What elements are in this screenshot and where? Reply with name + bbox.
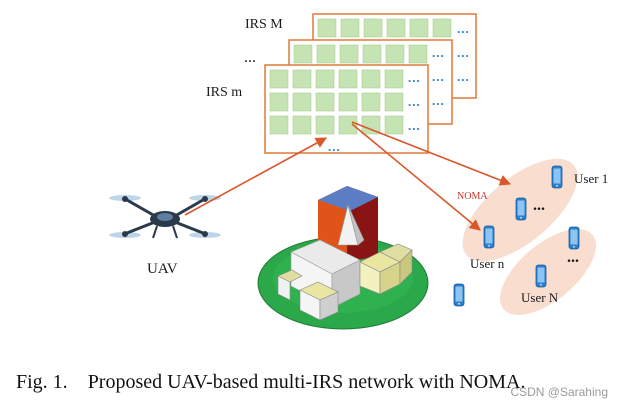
user-group-N-more: ... (567, 249, 579, 266)
irs-element (384, 92, 404, 112)
uav-label: UAV (147, 261, 178, 277)
irs-element (316, 44, 336, 64)
irs-more-columns: ... (457, 45, 470, 60)
irs-more-columns: ... (457, 69, 470, 84)
irs-element (269, 115, 289, 135)
irs-element (339, 44, 359, 64)
irs-element (338, 115, 358, 135)
irs-element (385, 44, 405, 64)
figure-caption-text: Proposed UAV-based multi-IRS network wit… (87, 371, 526, 393)
irs-element (340, 18, 360, 38)
irs-element (361, 92, 381, 112)
irs-element (409, 18, 429, 38)
irs-element (338, 69, 358, 89)
user-device-icon (551, 165, 563, 189)
user-group-n (500, 228, 596, 316)
irs-element (292, 92, 312, 112)
irs-element (293, 44, 313, 64)
irs-more-columns: ... (408, 118, 421, 133)
figure-caption: Fig. 1. Proposed UAV-based multi-IRS netw… (16, 372, 525, 392)
irs-more-columns: ... (432, 45, 445, 60)
irs-element (269, 92, 289, 112)
irs-label-middle: ... (244, 49, 256, 66)
irs-more-columns: ... (408, 94, 421, 109)
irs-element (269, 69, 289, 89)
irs-element (361, 69, 381, 89)
uav-drone-icon (109, 195, 221, 239)
irs-element (317, 18, 337, 38)
building-icon (277, 186, 413, 321)
irs-element (408, 44, 428, 64)
irs-more-columns: ... (432, 93, 445, 108)
irs-panel-front (264, 64, 429, 154)
user-1-label: User 1 (574, 171, 609, 186)
user-group-1-more: ... (533, 197, 545, 214)
irs-to-user-1-link (351, 121, 512, 186)
irs-element (384, 69, 404, 89)
irs-label-back: IRS M (245, 17, 283, 32)
irs-element (292, 115, 312, 135)
irs-more-columns: ... (408, 70, 421, 85)
irs-more-rows: ... (328, 139, 341, 154)
user-device-icon (535, 264, 547, 288)
irs-element (361, 115, 381, 135)
irs-element (363, 18, 383, 38)
irs-element (315, 115, 335, 135)
user-N-label: User N (521, 290, 559, 305)
irs-to-user-n-link (351, 123, 481, 231)
irs-element (315, 69, 335, 89)
irs-element (384, 115, 404, 135)
irs-element (292, 69, 312, 89)
irs-element (362, 44, 382, 64)
irs-label-front: IRS m (206, 85, 243, 100)
user-device-icon (568, 226, 580, 250)
user-device-icon (453, 283, 465, 307)
irs-more-columns: ... (457, 21, 470, 36)
irs-element (432, 18, 452, 38)
uav-to-irs-link (184, 137, 327, 216)
irs-element (338, 92, 358, 112)
watermark: CSDN @Sarahing (510, 385, 608, 399)
irs-more-columns: ... (432, 69, 445, 84)
user-device-icon (483, 225, 495, 249)
figure-number: Fig. 1. (16, 371, 68, 393)
irs-element (315, 92, 335, 112)
user-n-label: User n (470, 256, 505, 271)
noma-label: NOMA (457, 191, 488, 202)
irs-element (386, 18, 406, 38)
user-device-icon (515, 197, 527, 221)
